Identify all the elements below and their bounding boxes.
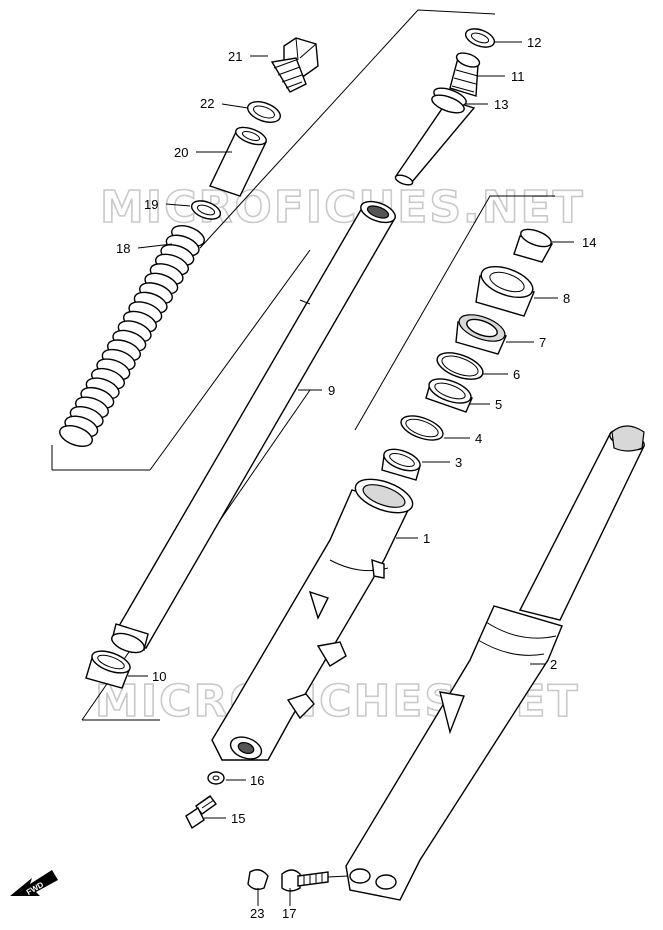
callout-17: 17 — [282, 906, 296, 921]
callout-4: 4 — [475, 431, 482, 446]
gasket-16 — [207, 771, 225, 785]
callout-15: 15 — [231, 811, 245, 826]
cap-23 — [247, 869, 269, 891]
retaining-ring-6 — [436, 352, 484, 380]
dust-seal-8 — [475, 265, 535, 317]
callout-11: 11 — [511, 69, 525, 84]
cap-bolt-21 — [270, 37, 319, 93]
ring-12 — [464, 28, 496, 48]
inner-tube-9 — [110, 200, 397, 654]
o-ring-22 — [247, 101, 281, 123]
callout-22: 22 — [200, 96, 214, 111]
outer-tube-1 — [211, 478, 414, 761]
spring-coil — [59, 425, 93, 447]
callout-12: 12 — [527, 35, 541, 50]
callout-20: 20 — [174, 145, 188, 160]
fork-assembly-2 — [345, 425, 645, 901]
ring-13 — [431, 87, 467, 114]
spacer-20 — [209, 126, 267, 197]
upper-assembly-frame — [199, 9, 496, 249]
axle-bolt-17 — [281, 869, 349, 892]
callout-10: 10 — [152, 669, 166, 684]
washer-5 — [425, 378, 473, 413]
callout-13: 13 — [494, 97, 508, 112]
slide-bushing-3 — [381, 448, 421, 481]
forward-direction-arrow-icon: FWD — [10, 870, 58, 897]
callout-5: 5 — [495, 397, 502, 412]
bushing-10 — [85, 650, 131, 689]
oil-seal-7 — [455, 314, 507, 355]
callout-18: 18 — [116, 241, 130, 256]
callout-3: 3 — [455, 455, 462, 470]
callouts: 12 11 13 21 22 20 19 18 14 8 7 6 5 4 3 1… — [116, 35, 596, 921]
spring-18 — [59, 225, 205, 447]
callout-9: 9 — [328, 383, 335, 398]
callout-1: 1 — [423, 531, 430, 546]
callout-19: 19 — [144, 197, 158, 212]
guide-bushing-4 — [400, 415, 444, 441]
callout-23: 23 — [250, 906, 264, 921]
callout-14: 14 — [582, 235, 596, 250]
outer-tube-frame — [149, 249, 311, 471]
dust-seal-14 — [513, 228, 554, 263]
callout-2: 2 — [550, 657, 557, 672]
callout-7: 7 — [539, 335, 546, 350]
callout-21: 21 — [228, 49, 242, 64]
damper-rod-11 — [394, 52, 481, 186]
watermark-top: MICROFICHES.NET — [100, 182, 585, 233]
bolt-15 — [185, 795, 217, 830]
callout-8: 8 — [563, 291, 570, 306]
callout-6: 6 — [513, 367, 520, 382]
callout-16: 16 — [250, 773, 264, 788]
